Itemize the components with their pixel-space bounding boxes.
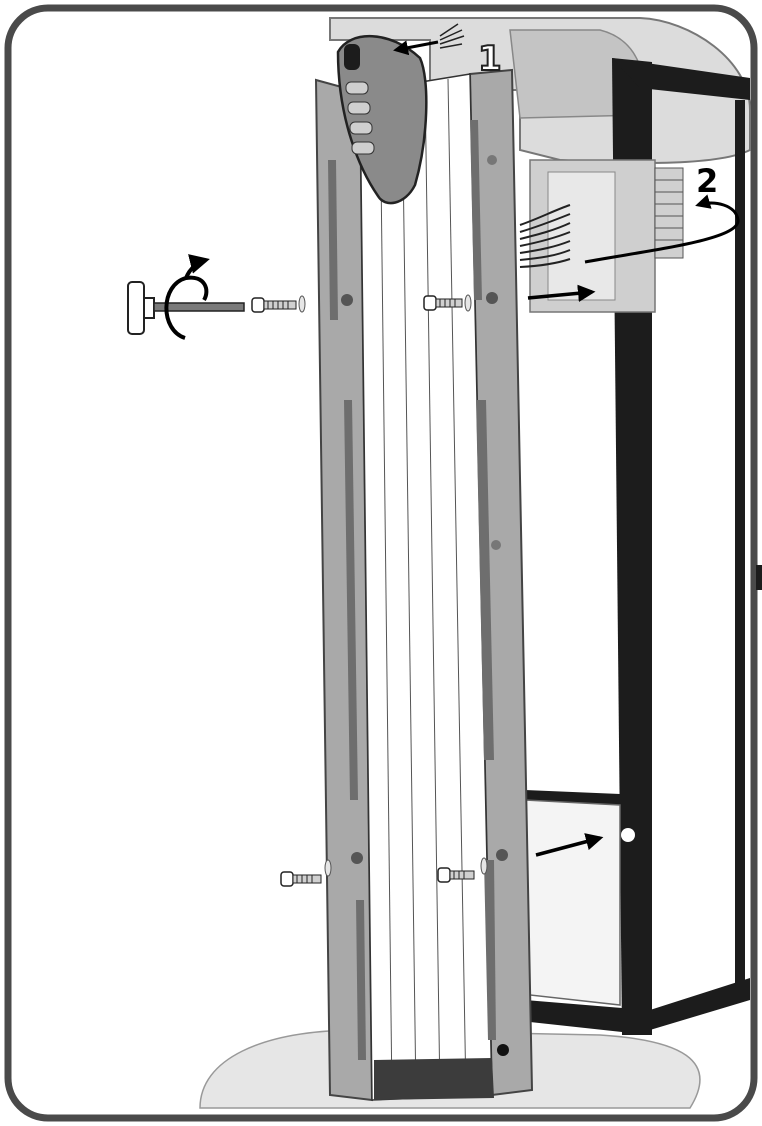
rotate-arrow-icon (164, 275, 209, 340)
edge-notch (756, 565, 762, 590)
wire-connector-icon (439, 23, 465, 49)
step-2-label: 2 (696, 162, 718, 200)
screw-icon (423, 294, 472, 312)
direction-arrow-icon (527, 284, 596, 303)
direction-arrow-icon (535, 833, 604, 857)
screwdriver-icon (127, 281, 245, 335)
direction-arrow-icon (393, 40, 439, 56)
rotate-arrow-icon (584, 194, 740, 264)
tube-assembly (314, 68, 534, 1102)
rotate-arrow-icon (184, 254, 210, 279)
terminal-bracket (529, 159, 656, 313)
screw-icon (280, 859, 332, 887)
control-housing (336, 34, 428, 205)
screw-icon (437, 857, 488, 883)
rear-panel (524, 799, 621, 1006)
wire-connector-icon (519, 204, 571, 268)
screw-icon (251, 295, 306, 313)
step-1-label: 1 (478, 39, 502, 79)
terminal-block-icon (654, 167, 684, 259)
